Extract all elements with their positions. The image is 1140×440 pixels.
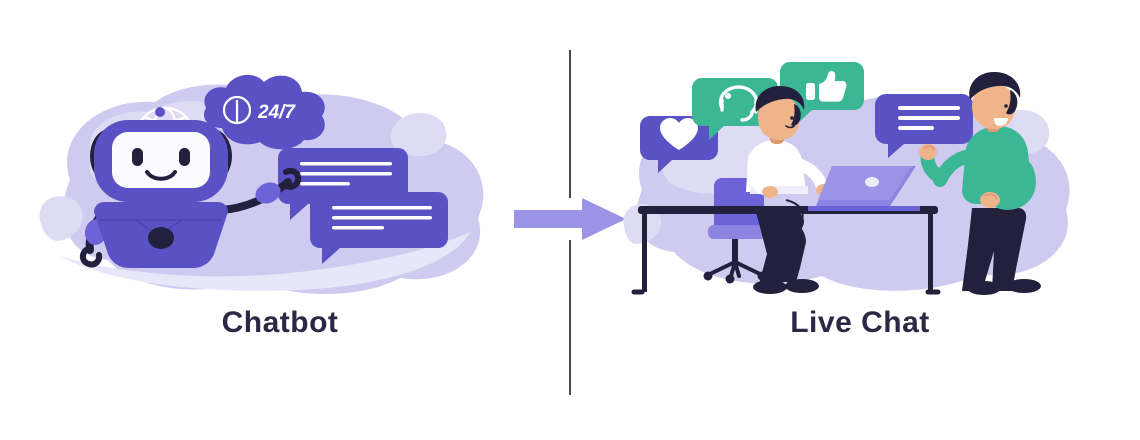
text-lines-icon — [898, 106, 960, 130]
heart-icon — [660, 118, 698, 150]
live-chat-illustration — [623, 62, 1070, 295]
clock-icon — [222, 95, 252, 125]
transition-arrow — [512, 196, 628, 242]
robot-mascot — [79, 107, 302, 268]
live-chat-panel: Live Chat — [580, 0, 1140, 440]
chatbot-panel: 24/7 — [0, 0, 560, 440]
vertical-divider-bottom — [569, 240, 571, 395]
thumbs-up-icon — [806, 70, 847, 102]
live-chat-label: Live Chat — [790, 306, 930, 339]
chatbot-label: Chatbot — [221, 306, 339, 339]
laptop — [808, 166, 920, 211]
heart-bubble — [640, 116, 718, 173]
message-bubble — [875, 94, 973, 158]
vertical-divider-top — [569, 50, 571, 198]
thumbs-up-bubble — [780, 62, 864, 124]
standing-person — [919, 72, 1041, 295]
chat-bubble-bottom — [310, 192, 448, 264]
chatbot-illustration: 24/7 — [39, 74, 484, 294]
seated-agent — [746, 86, 832, 294]
badge-24-7: 24/7 — [257, 102, 296, 123]
